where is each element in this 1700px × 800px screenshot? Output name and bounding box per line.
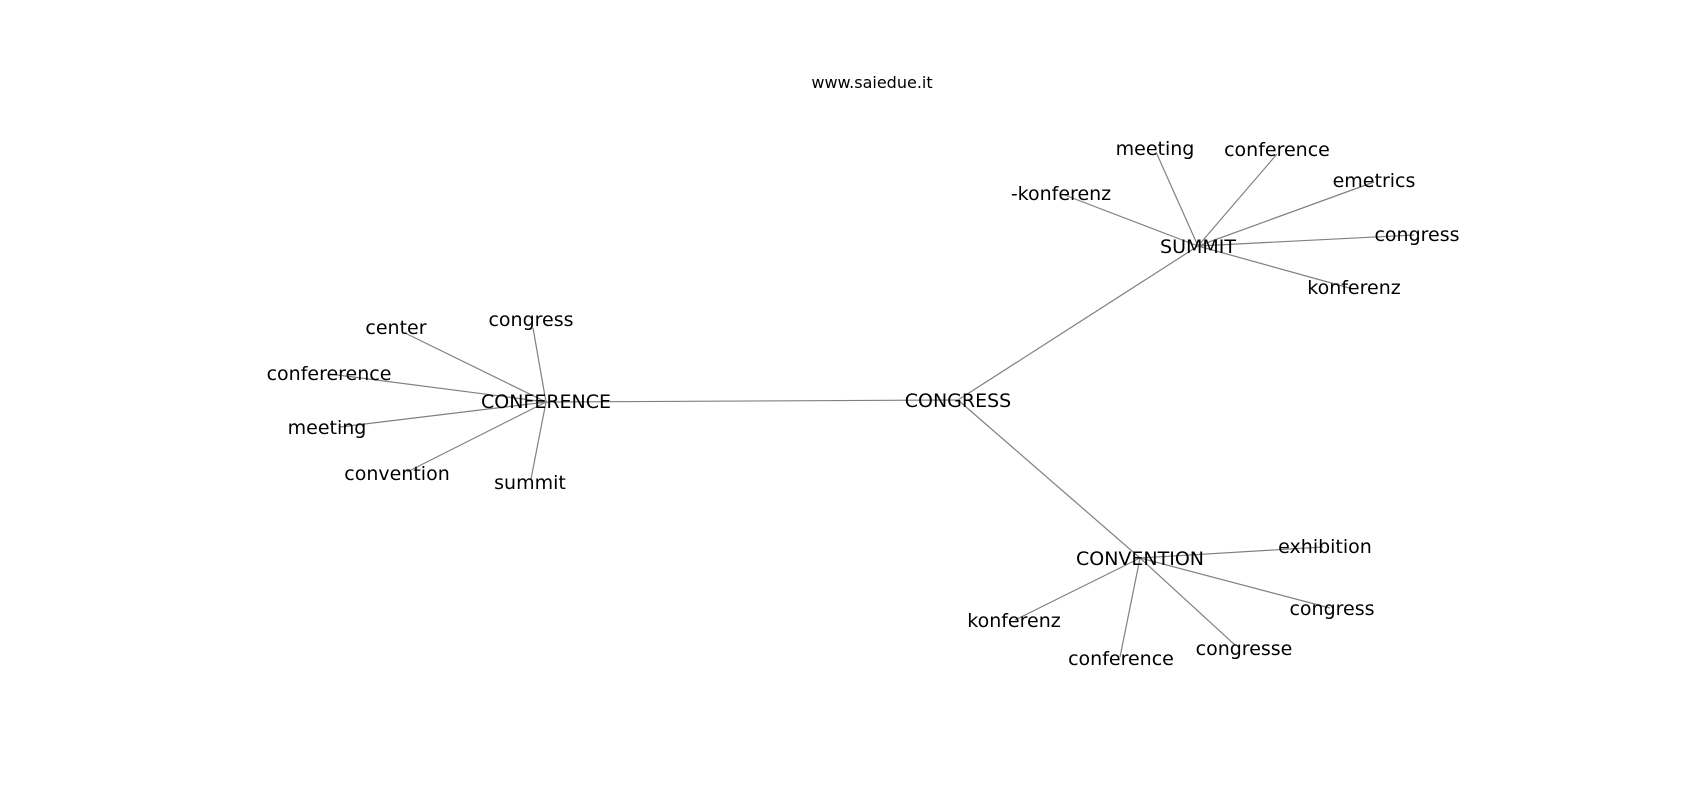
edge-conference-meeting (339, 401, 547, 428)
node-summit-meeting: meeting (1116, 138, 1195, 160)
node-conference-center: center (365, 317, 426, 339)
node-congress: CONGRESS (905, 390, 1012, 412)
edge-conference-congress-leaf (532, 327, 547, 403)
edge-convention-exhibition (1139, 546, 1324, 559)
node-convention: CONVENTION (1076, 548, 1204, 570)
edge-convention-congresse (1139, 557, 1236, 646)
node-summit-emetrics: emetrics (1333, 170, 1416, 192)
node-summit-konferenz-dash: -konferenz (1011, 183, 1111, 205)
node-summit-congress: congress (1374, 224, 1459, 246)
edge-conference-summit (530, 401, 547, 480)
site-label: www.saiedue.it (811, 73, 932, 92)
edge-congress-summit (957, 245, 1199, 401)
node-conference-convention: convention (344, 463, 449, 485)
node-convention-conference: conference (1068, 648, 1174, 670)
node-summit: SUMMIT (1160, 236, 1236, 258)
edge-conference-congress (545, 399, 959, 403)
node-conference-congress: congress (488, 309, 573, 331)
node-convention-konferenz: konferenz (967, 610, 1060, 632)
node-convention-congresse: congresse (1196, 638, 1293, 660)
edge-convention-conference (1119, 557, 1141, 658)
edge-summit-konferenz (1197, 245, 1354, 290)
edge-summit-congress (1197, 234, 1415, 247)
edge-summit-meeting (1155, 151, 1199, 247)
node-conference-confererence: confererence (267, 363, 392, 385)
edge-convention-congress (1139, 557, 1331, 609)
edge-summit-conference (1197, 153, 1278, 247)
edge-conference-convention (406, 401, 547, 473)
node-conference-meeting: meeting (288, 417, 367, 439)
node-conference-summit: summit (494, 472, 566, 494)
node-convention-exhibition: exhibition (1278, 536, 1372, 558)
edge-summit-emetrics (1197, 181, 1375, 247)
edge-summit-konferenz-dash (1061, 193, 1199, 247)
edge-conference-center (404, 332, 547, 403)
node-summit-konferenz: konferenz (1307, 277, 1400, 299)
edge-conference-confererence (329, 373, 547, 403)
edge-convention-konferenz (1014, 557, 1141, 621)
node-conference: CONFERENCE (481, 391, 611, 413)
edge-congress-convention (957, 399, 1141, 559)
node-convention-congress: congress (1289, 598, 1374, 620)
node-summit-conference: conference (1224, 139, 1330, 161)
